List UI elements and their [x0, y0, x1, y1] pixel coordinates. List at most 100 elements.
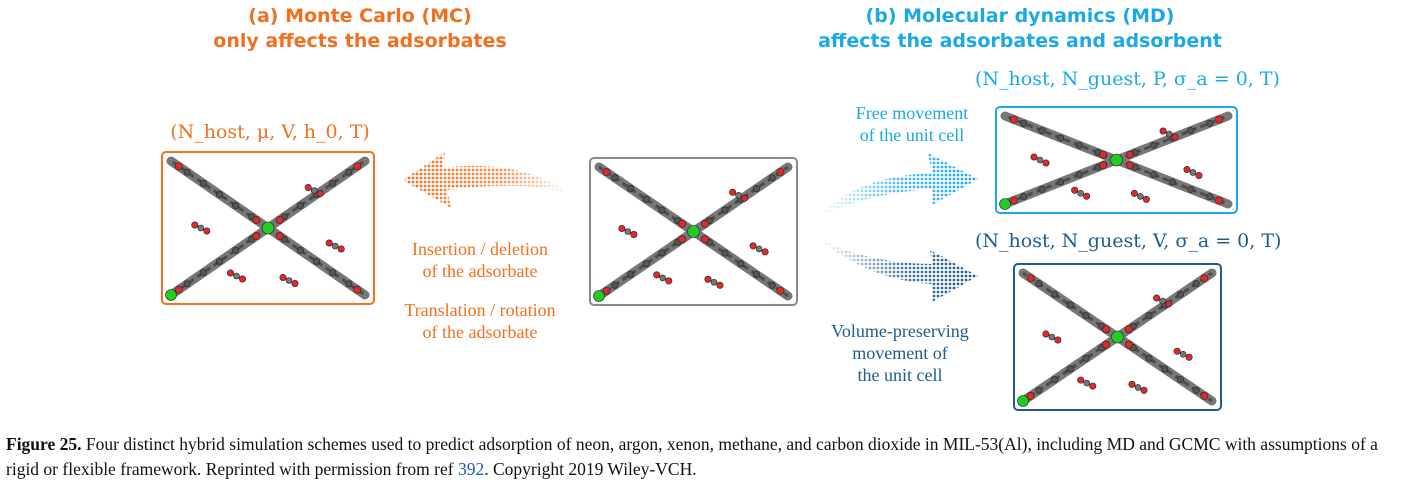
- oxygen-atom: [678, 219, 687, 228]
- guest-carbon-atom: [624, 228, 632, 235]
- guest-oxygen-atom: [279, 274, 287, 282]
- mc-structure: [165, 156, 370, 301]
- oxygen-atom: [252, 232, 261, 240]
- oxygen-atom: [700, 235, 709, 244]
- carbon-atom: [1150, 141, 1158, 149]
- oxygen-atom: [700, 219, 709, 228]
- aluminium-atom: [999, 198, 1011, 210]
- guest-carbon-atom: [1165, 130, 1173, 138]
- carbon-atom: [1075, 141, 1083, 149]
- guest-carbon-atom: [1077, 189, 1084, 197]
- aluminium-atom: [687, 225, 700, 238]
- guest-oxygen-atom: [761, 248, 769, 256]
- guest-oxygen-atom: [337, 245, 345, 253]
- panel-b-heading-line2: affects the adsorbates and adsorbent: [818, 30, 1222, 52]
- carbon-atom: [329, 179, 337, 187]
- oxygen-atom: [678, 235, 687, 244]
- guest-carbon-atom: [1134, 384, 1142, 391]
- carbon-atom: [1187, 185, 1195, 193]
- reference-link[interactable]: 392: [457, 459, 485, 479]
- oxygen-atom: [1010, 196, 1018, 205]
- volume-preserving-arrow: [824, 242, 978, 302]
- panel-a-heading-line2: only affects the adsorbates: [213, 30, 507, 52]
- panel-b-top-ensemble: (N_host, N_guest, P, σ_a = 0, T): [975, 68, 1280, 90]
- volume-preserving-line1: Volume-preserving: [831, 321, 969, 341]
- carbon-atom: [1050, 376, 1058, 384]
- guest-oxygen-atom: [227, 269, 235, 277]
- guest-oxygen-atom: [325, 239, 333, 247]
- carbon-atom: [1038, 127, 1046, 135]
- guest-oxygen-atom: [316, 189, 324, 197]
- aluminium-atom: [1111, 330, 1124, 344]
- aluminium-atom: [261, 221, 275, 235]
- guest-carbon-atom: [331, 242, 339, 250]
- oxygen-atom: [1125, 150, 1134, 159]
- guest-oxygen-atom: [1140, 386, 1148, 394]
- oxygen-atom: [252, 216, 261, 224]
- guest-carbon-atom: [755, 245, 763, 253]
- guest-oxygen-atom: [1054, 336, 1062, 344]
- guest-oxygen-atom: [304, 183, 312, 191]
- volume-preserving-line2: movement of: [852, 343, 948, 363]
- oxygen-atom: [602, 168, 611, 177]
- carbon-atom: [721, 206, 729, 214]
- carbon-atom: [626, 271, 634, 279]
- guest-carbon-atom: [1189, 169, 1197, 176]
- guest-oxygen-atom: [1083, 192, 1091, 200]
- guest-oxygen-atom: [1185, 353, 1193, 361]
- guest-oxygen-atom: [1042, 159, 1050, 167]
- caption-text: Four distinct hybrid simulation schemes …: [6, 434, 1378, 479]
- aluminium-atom: [1017, 395, 1029, 407]
- carbon-atom: [232, 202, 240, 210]
- guest-oxygen-atom: [1153, 294, 1161, 302]
- carbon-atom: [626, 184, 634, 192]
- carbon-atom: [313, 258, 321, 266]
- carbon-atom: [232, 246, 240, 254]
- guest-oxygen-atom: [1089, 382, 1097, 390]
- carbon-atom: [768, 174, 776, 182]
- md-nvt-structure: [1017, 268, 1217, 407]
- free-movement-line1: Free movement: [855, 103, 969, 123]
- guest-oxygen-atom: [1042, 330, 1050, 338]
- carbon-atom: [1145, 354, 1153, 362]
- guest-carbon-atom: [285, 277, 293, 284]
- oxygen-atom: [1200, 274, 1209, 283]
- mc-structure-box: [161, 151, 375, 305]
- panel-b-heading: (b) Molecular dynamics (MD) affects the …: [790, 4, 1250, 54]
- oxygen-atom: [602, 286, 611, 295]
- carbon-atom: [611, 174, 619, 182]
- carbon-atom: [1177, 290, 1185, 298]
- guest-oxygen-atom: [716, 281, 724, 289]
- initial-structure: [593, 162, 793, 302]
- translation-label: Translation / rotation of the adsorbate: [370, 299, 590, 343]
- carbon-atom: [296, 202, 304, 210]
- guest-oxygen-atom: [1183, 165, 1191, 173]
- oxygen-atom: [1215, 196, 1223, 205]
- carbon-atom: [658, 249, 666, 257]
- carbon-atom: [611, 281, 619, 289]
- carbon-atom: [1205, 119, 1213, 127]
- carbon-atom: [1020, 193, 1028, 201]
- carbon-atom: [1145, 312, 1153, 320]
- carbon-atom: [1066, 301, 1074, 309]
- oxygen-atom: [1102, 340, 1111, 349]
- volume-preserving-line3: the unit cell: [857, 365, 943, 385]
- carbon-atom: [1038, 185, 1046, 193]
- oxygen-atom: [1124, 325, 1133, 334]
- guest-oxygen-atom: [1030, 153, 1038, 161]
- insertion-label-line2: of the adsorbate: [422, 261, 538, 281]
- panel-a-ensemble: (N_host, μ, V, h_0, T): [170, 121, 370, 143]
- oxygen-atom: [776, 286, 785, 295]
- oxygen-atom: [1026, 391, 1035, 400]
- free-movement-arrow: [824, 153, 978, 213]
- guest-carbon-atom: [1159, 297, 1166, 305]
- guest-oxygen-atom: [1142, 195, 1150, 203]
- carbon-atom: [345, 168, 353, 176]
- guest-oxygen-atom: [1165, 300, 1173, 308]
- guest-carbon-atom: [1036, 156, 1044, 164]
- oxygen-atom: [1215, 115, 1223, 124]
- aluminium-atom: [165, 289, 177, 301]
- carbon-atom: [1075, 171, 1083, 179]
- guest-carbon-atom: [710, 278, 718, 286]
- carbon-atom: [737, 260, 745, 268]
